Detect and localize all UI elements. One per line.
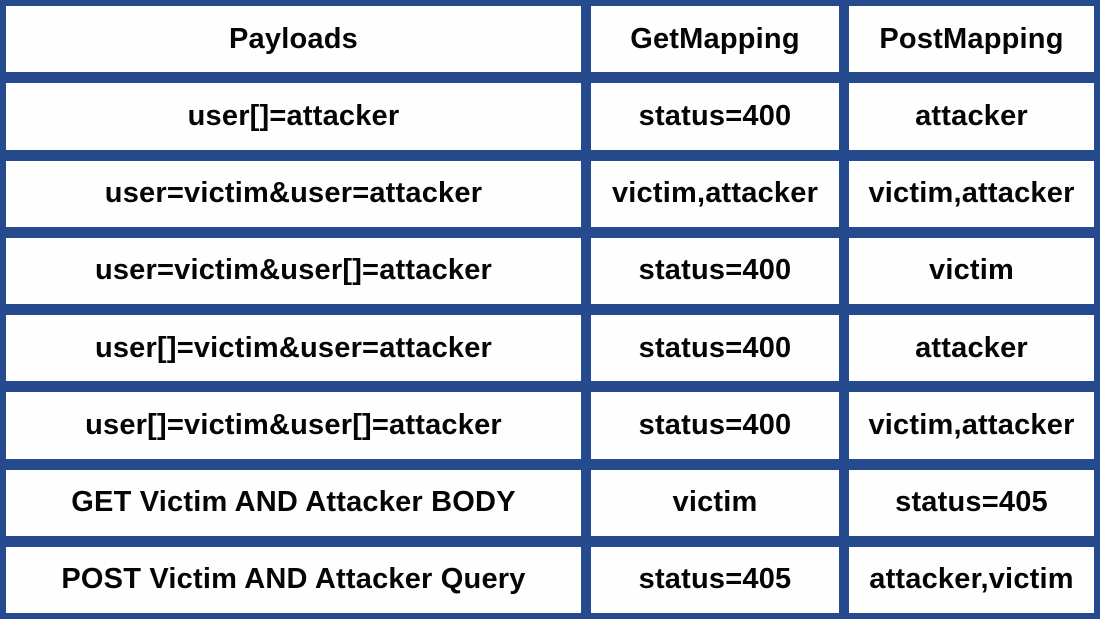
table-cell-get: status=405	[591, 546, 839, 613]
table-cell-get: victim	[591, 469, 839, 536]
table-cell-payload: user=victim&user[]=attacker	[6, 237, 581, 304]
table-cell-get: status=400	[591, 392, 839, 459]
header-cell-getmapping: GetMapping	[591, 6, 839, 73]
table-cell-payload: POST Victim AND Attacker Query	[6, 546, 581, 613]
table-cell-payload: user[]=attacker	[6, 83, 581, 150]
table-cell-get: victim,attacker	[591, 160, 839, 227]
table-cell-get: status=400	[591, 83, 839, 150]
table-cell-payload: user=victim&user=attacker	[6, 160, 581, 227]
table-cell-post: status=405	[849, 469, 1094, 536]
table-cell-payload: user[]=victim&user=attacker	[6, 315, 581, 382]
table-cell-get: status=400	[591, 315, 839, 382]
table-cell-payload: user[]=victim&user[]=attacker	[6, 392, 581, 459]
table-cell-post: victim,attacker	[849, 392, 1094, 459]
table-cell-post: victim	[849, 237, 1094, 304]
table-cell-post: attacker,victim	[849, 546, 1094, 613]
table-cell-post: attacker	[849, 315, 1094, 382]
table-cell-post: victim,attacker	[849, 160, 1094, 227]
header-cell-payloads: Payloads	[6, 6, 581, 73]
header-cell-postmapping: PostMapping	[849, 6, 1094, 73]
table-cell-post: attacker	[849, 83, 1094, 150]
table-cell-payload: GET Victim AND Attacker BODY	[6, 469, 581, 536]
table-cell-get: status=400	[591, 237, 839, 304]
